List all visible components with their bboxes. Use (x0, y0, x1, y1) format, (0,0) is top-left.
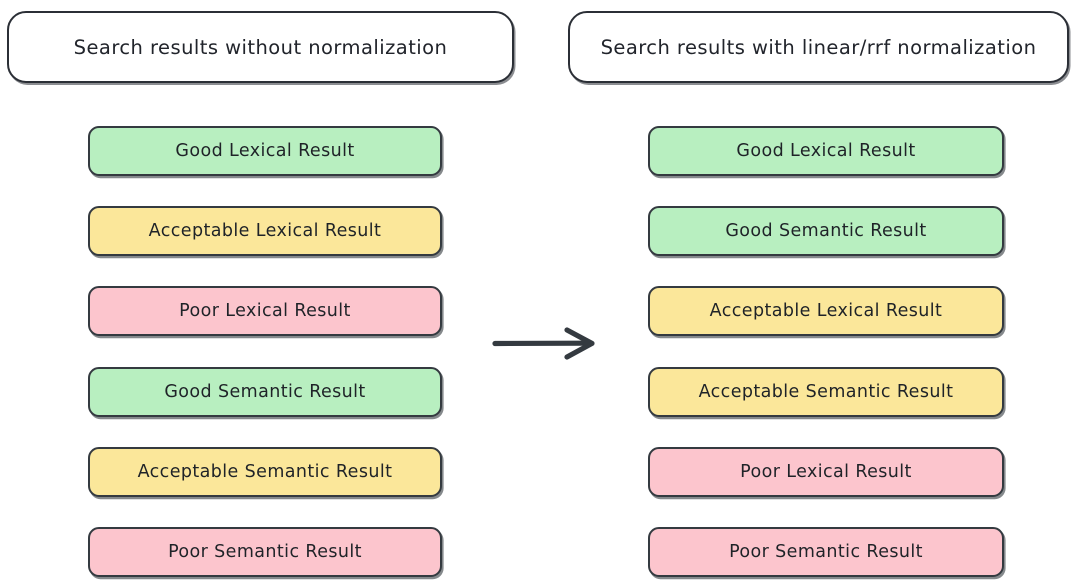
result-chip: Acceptable Semantic Result (88, 447, 442, 497)
result-chip: Acceptable Semantic Result (648, 367, 1004, 417)
result-chip: Poor Lexical Result (88, 286, 442, 336)
result-label: Good Semantic Result (164, 382, 366, 402)
result-label: Acceptable Lexical Result (148, 221, 382, 241)
result-label: Acceptable Lexical Result (709, 301, 943, 321)
left-panel-title-box: Search results without normalization (7, 11, 514, 83)
result-label: Poor Lexical Result (179, 301, 351, 321)
result-chip: Acceptable Lexical Result (648, 286, 1004, 336)
result-label: Poor Lexical Result (740, 462, 912, 482)
left-panel-title-text: Search results without normalization (73, 35, 448, 59)
right-panel-title-box: Search results with linear/rrf normaliza… (568, 11, 1069, 83)
result-chip: Poor Semantic Result (88, 527, 442, 577)
result-label: Acceptable Semantic Result (137, 462, 393, 482)
result-label: Poor Semantic Result (729, 542, 923, 562)
result-chip: Acceptable Lexical Result (88, 206, 442, 256)
result-chip: Good Lexical Result (648, 126, 1004, 176)
result-label: Good Semantic Result (725, 221, 927, 241)
result-label: Poor Semantic Result (168, 542, 362, 562)
result-label: Acceptable Semantic Result (698, 382, 954, 402)
arrow-right-icon (492, 327, 595, 360)
result-chip: Good Semantic Result (88, 367, 442, 417)
result-chip: Good Lexical Result (88, 126, 442, 176)
right-panel-title-text: Search results with linear/rrf normaliza… (600, 35, 1037, 59)
result-chip: Poor Semantic Result (648, 527, 1004, 577)
result-chip: Poor Lexical Result (648, 447, 1004, 497)
result-label: Good Lexical Result (736, 141, 916, 161)
result-label: Good Lexical Result (175, 141, 355, 161)
result-chip: Good Semantic Result (648, 206, 1004, 256)
